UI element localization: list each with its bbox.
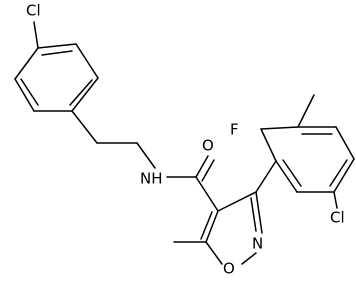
bond-ring-ch2 xyxy=(71,110,98,144)
bond-c3-n xyxy=(255,191,263,234)
atom-label-cl-top: Cl xyxy=(26,2,41,20)
bond-c4-c5-double xyxy=(200,211,213,240)
bond xyxy=(14,47,39,80)
bond xyxy=(260,126,299,130)
bond-ch2-n xyxy=(136,142,156,169)
bond-n-o xyxy=(241,252,257,265)
bond xyxy=(71,77,99,112)
bond-c-o xyxy=(195,155,209,178)
atom-label-o-carbonyl: O xyxy=(202,137,214,155)
bond xyxy=(75,43,99,79)
bond-double-inner xyxy=(69,79,93,106)
bond-c3-n-double xyxy=(250,197,257,232)
bond xyxy=(297,94,315,128)
bond-c-o-double xyxy=(201,159,215,182)
isoxazole-ring xyxy=(200,191,263,265)
atom-label-nh: NH xyxy=(140,170,163,188)
chlorofluorophenyl-ring xyxy=(255,94,355,193)
bond xyxy=(260,128,277,162)
bond-o-c5 xyxy=(205,241,223,265)
bond xyxy=(255,160,277,193)
atom-label-o-ring: O xyxy=(223,260,235,278)
bond-c-c4 xyxy=(195,176,219,212)
atom-label-f: F xyxy=(230,121,239,139)
bond-double-inner xyxy=(329,159,348,187)
bond xyxy=(333,158,355,193)
atom-label-cl-right: Cl xyxy=(330,209,345,227)
bond-double-inner xyxy=(282,159,302,187)
bond-double-inner xyxy=(20,78,39,106)
bond xyxy=(37,43,77,49)
bond xyxy=(335,126,355,160)
bond-c4-c3 xyxy=(217,191,257,212)
chlorophenyl-ring xyxy=(14,43,99,112)
bond-double-inner xyxy=(41,50,73,56)
bond-c-cl xyxy=(33,21,39,49)
bond-c4-c5 xyxy=(205,210,219,243)
atom-label-n-ring: N xyxy=(252,235,263,253)
bond xyxy=(14,78,35,112)
bond xyxy=(275,160,298,193)
bond-c-cl-right xyxy=(333,191,338,209)
